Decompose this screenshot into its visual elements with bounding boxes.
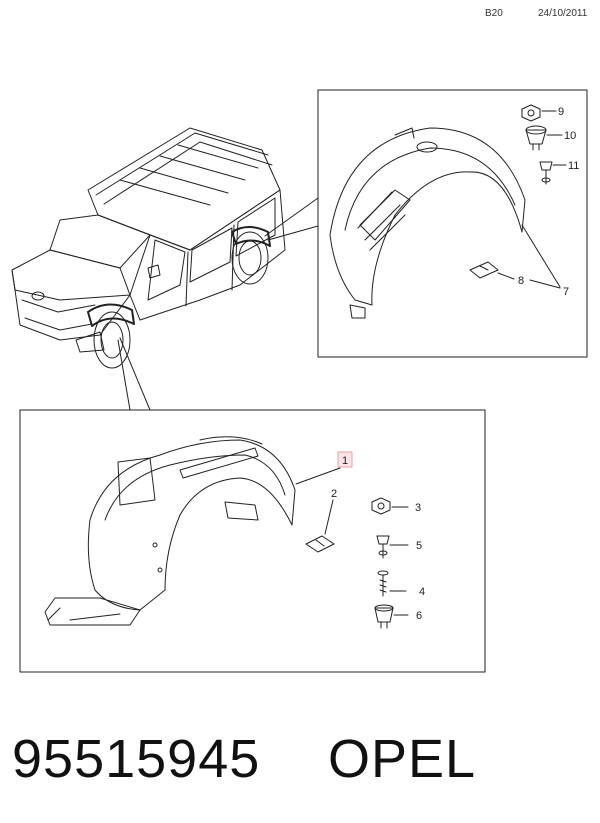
front-fastener-4 (377, 570, 389, 597)
rear-fastener-10 (525, 125, 547, 151)
callout-1: 1 (342, 455, 348, 467)
callout-1-highlight (337, 451, 353, 468)
callout-4: 4 (419, 586, 425, 598)
rear-fastener-9 (521, 104, 541, 122)
front-liner-inset-frame (19, 409, 486, 673)
vehicle-illustration (11, 127, 286, 369)
brand-name: OPEL (328, 729, 477, 789)
part-number: 95515945 (12, 729, 261, 789)
front-leader-lines (295, 467, 409, 616)
rear-liner-inset-frame (317, 89, 588, 358)
rear-wheel-liner-drawing (329, 127, 526, 319)
front-clip-2 (305, 535, 335, 553)
rear-clip-8 (469, 261, 499, 279)
callout-5: 5 (416, 540, 422, 552)
rear-leader-lines (497, 110, 567, 289)
callout-3: 3 (415, 502, 421, 514)
sheet-date: 24/10/2011 (538, 8, 588, 19)
leader-lines (117, 197, 319, 411)
front-fastener-3 (371, 497, 391, 515)
callout-2: 2 (331, 488, 337, 500)
callout-7: 7 (563, 286, 569, 298)
rear-fastener-11 (539, 161, 553, 185)
callout-11: 11 (568, 160, 579, 172)
callout-10: 10 (564, 130, 576, 142)
front-fastener-5 (376, 535, 390, 559)
callout-8: 8 (518, 275, 524, 287)
sheet-code: B20 (485, 8, 503, 19)
front-fastener-6 (374, 604, 394, 629)
front-wheel-liner-drawing (44, 436, 296, 626)
callout-6: 6 (416, 610, 422, 622)
callout-9: 9 (558, 106, 564, 118)
parts-diagram: 9 10 11 8 7 1 2 3 5 4 6 (11, 89, 588, 673)
